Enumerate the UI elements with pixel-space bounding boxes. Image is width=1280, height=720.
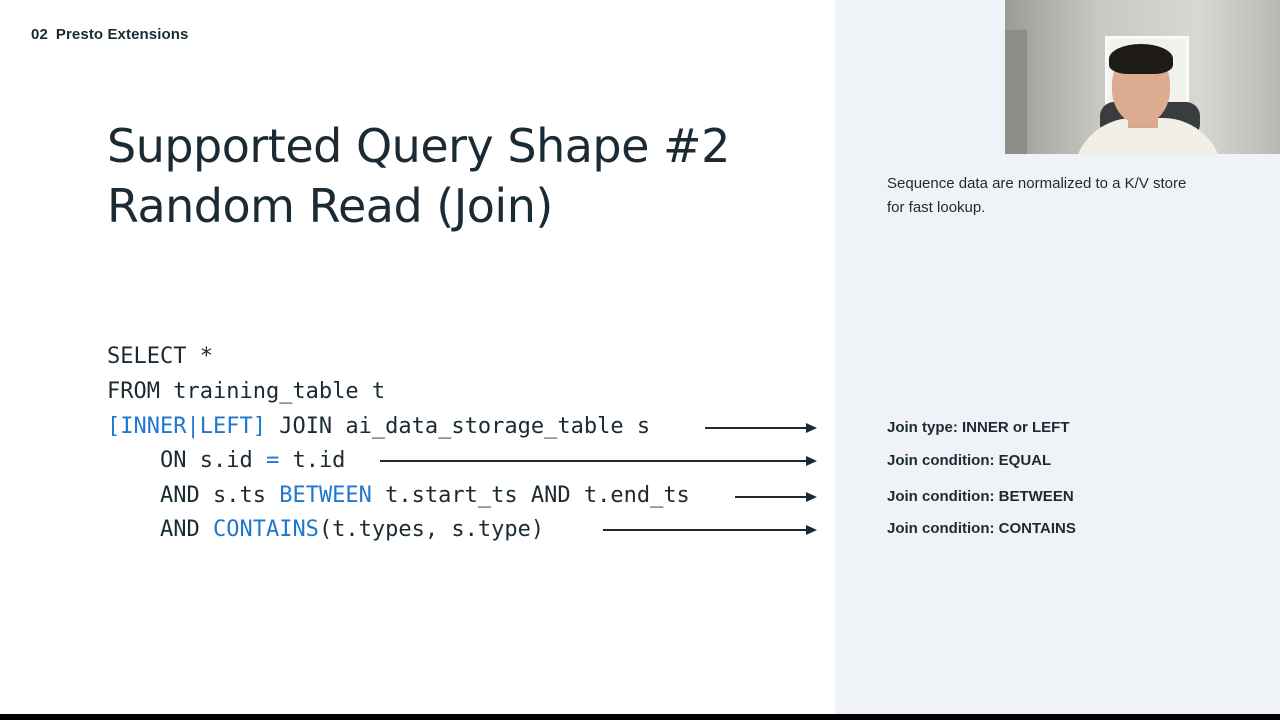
code-text: JOIN ai_data_storage_table s	[265, 414, 651, 439]
code-text: t.id	[279, 448, 346, 473]
annotation-join-type: Join type: INNER or LEFT	[887, 419, 1070, 436]
webcam-video-tile	[1005, 0, 1280, 154]
code-indent	[107, 448, 160, 473]
code-text: (t.types, s.type)	[318, 517, 545, 542]
code-text: t.start_ts AND t.end_ts	[371, 483, 690, 508]
code-line-contains: AND CONTAINS(t.types, s.type)	[107, 513, 544, 547]
side-note-line-2: for fast lookup.	[887, 199, 986, 216]
slide-title-line-2: Random Read (Join)	[107, 179, 553, 233]
code-keyword: CONTAINS	[212, 517, 319, 542]
side-note: Sequence data are normalized to a K/V st…	[887, 172, 1247, 220]
code-text: SELECT *	[107, 344, 213, 369]
annotation-condition-between: Join condition: BETWEEN	[887, 488, 1074, 505]
webcam-background-frame	[1005, 30, 1027, 154]
code-line-select: SELECT *	[107, 340, 213, 374]
annotation-condition-equal: Join condition: EQUAL	[887, 452, 1052, 469]
code-indent	[107, 517, 160, 542]
code-line-from: FROM training_table t	[107, 375, 385, 409]
code-keyword: BETWEEN	[279, 483, 372, 508]
slide-title-line-1: Supported Query Shape #2	[107, 119, 730, 173]
arrow-right-icon	[735, 492, 817, 502]
code-text: ON s.id	[159, 448, 266, 473]
code-operator: =	[265, 448, 280, 473]
side-note-line-1: Sequence data are normalized to a K/V st…	[887, 175, 1187, 192]
code-text: AND s.ts	[159, 483, 280, 508]
webcam-presenter-hair	[1109, 44, 1173, 74]
section-label: 02 Presto Extensions	[31, 26, 188, 43]
code-keyword: [INNER|LEFT]	[107, 414, 266, 439]
bottom-letterbox-bar	[0, 714, 1280, 720]
code-line-on: ON s.id = t.id	[107, 444, 345, 478]
arrow-right-icon	[603, 525, 817, 535]
arrow-right-icon	[705, 423, 817, 433]
annotation-condition-contains: Join condition: CONTAINS	[887, 520, 1076, 537]
code-text: AND	[159, 517, 213, 542]
arrow-right-icon	[380, 456, 817, 466]
section-name: Presto Extensions	[55, 26, 189, 43]
code-indent	[107, 483, 160, 508]
code-text: FROM training_table t	[107, 379, 386, 404]
slide-title: Supported Query Shape #2 Random Read (Jo…	[107, 116, 730, 236]
code-line-join: [INNER|LEFT] JOIN ai_data_storage_table …	[107, 410, 650, 444]
code-line-between: AND s.ts BETWEEN t.start_ts AND t.end_ts	[107, 479, 690, 513]
section-number: 02	[31, 26, 48, 43]
